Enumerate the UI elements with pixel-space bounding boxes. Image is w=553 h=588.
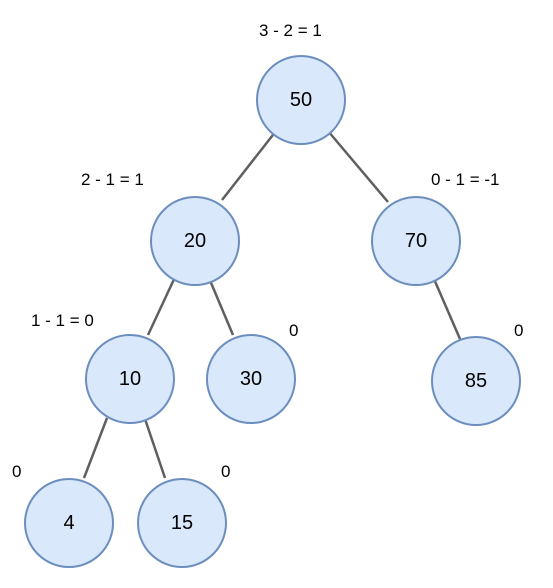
balance-label-10: 1 - 1 = 0 bbox=[31, 311, 94, 330]
edge-70-85 bbox=[432, 278, 462, 340]
edge-10-4 bbox=[82, 417, 109, 479]
edge-50-20 bbox=[221, 130, 277, 201]
node-10: 10 bbox=[85, 334, 175, 424]
balance-label-20: 2 - 1 = 1 bbox=[81, 170, 144, 189]
node-15: 15 bbox=[137, 478, 227, 568]
balance-label-15: 0 bbox=[221, 462, 231, 481]
edge-20-30 bbox=[207, 277, 235, 336]
balance-label-70: 0 - 1 = -1 bbox=[431, 170, 500, 189]
balance-label-4: 0 bbox=[12, 462, 22, 481]
edge-10-15 bbox=[143, 418, 167, 479]
balance-label-30: 0 bbox=[289, 321, 299, 340]
node-85: 85 bbox=[431, 336, 521, 426]
edge-20-10 bbox=[146, 274, 178, 336]
node-30: 30 bbox=[206, 334, 296, 424]
node-20: 20 bbox=[150, 196, 240, 286]
node-50: 50 bbox=[256, 55, 346, 145]
node-4: 4 bbox=[24, 478, 114, 568]
balance-label-50: 3 - 2 = 1 bbox=[259, 21, 322, 40]
balance-label-85: 0 bbox=[514, 321, 524, 340]
node-70: 70 bbox=[371, 196, 461, 286]
edge-50-70 bbox=[327, 130, 389, 203]
